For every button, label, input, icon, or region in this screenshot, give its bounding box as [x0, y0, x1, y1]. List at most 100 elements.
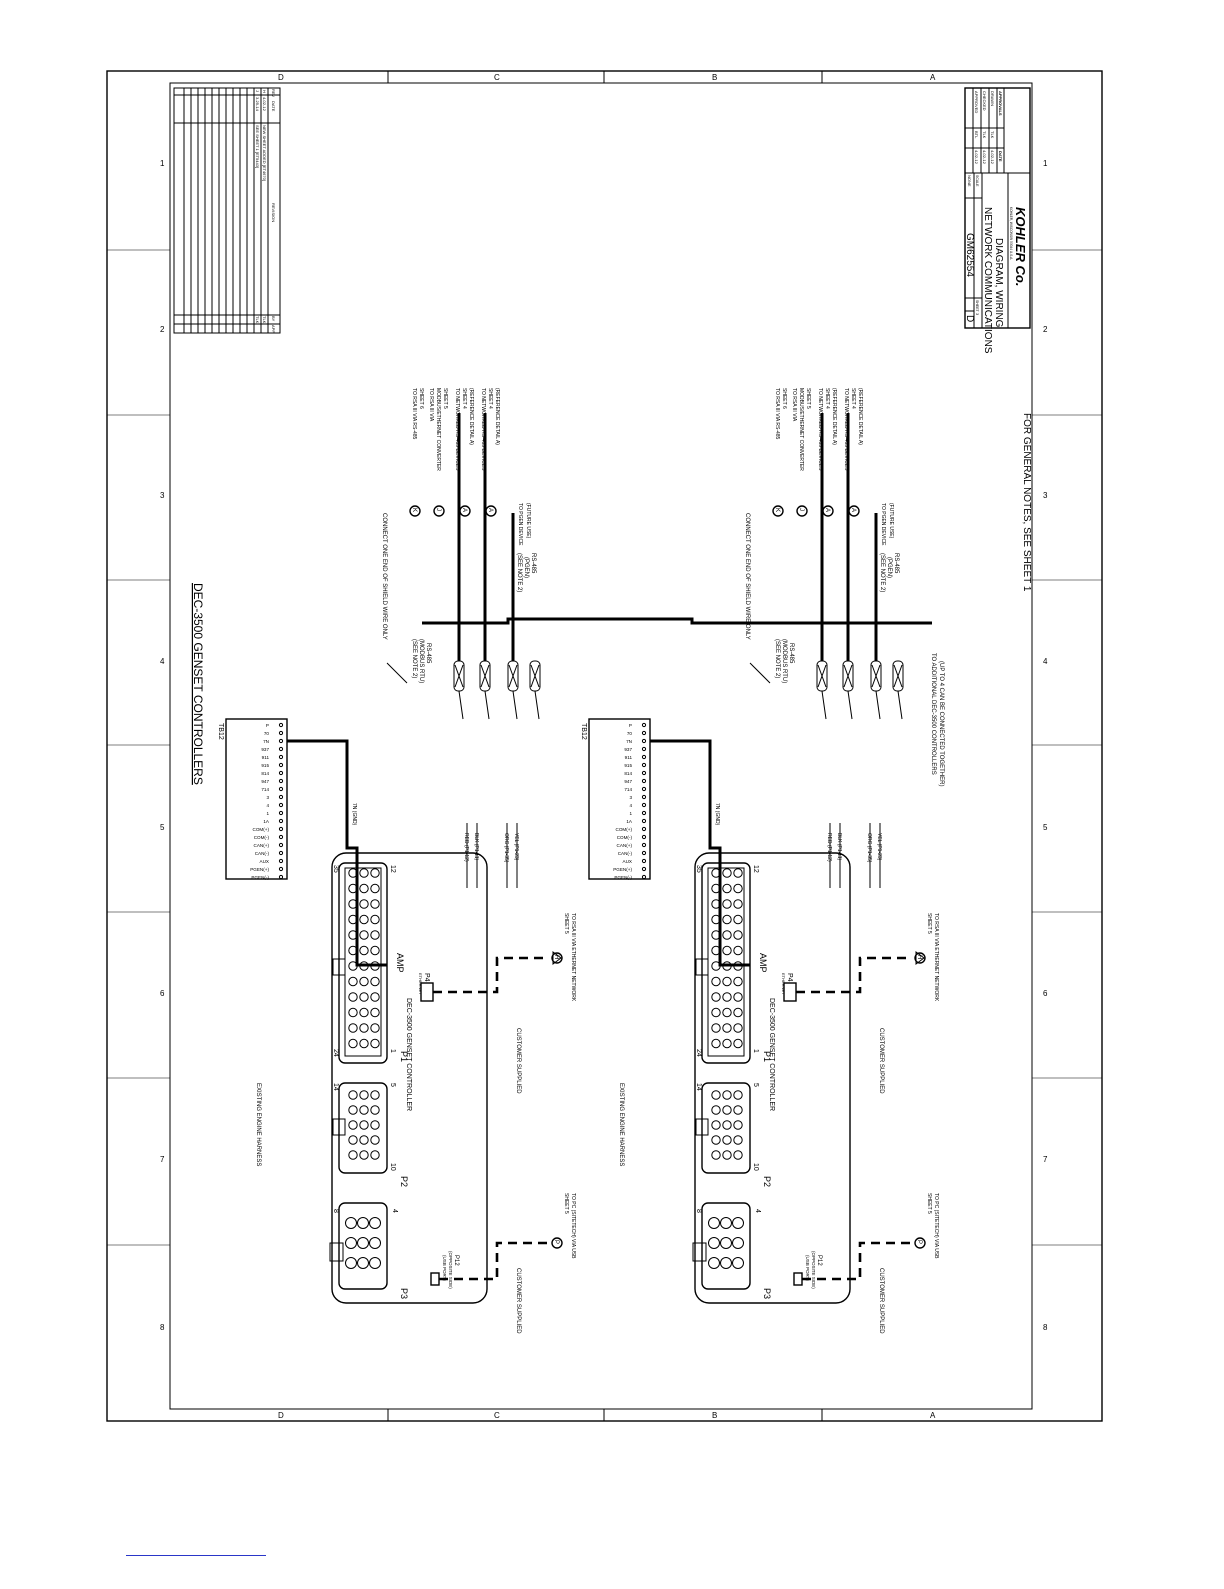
- p4-ethernet-label: ETHERNET: [418, 973, 423, 995]
- bubble-p-circle: [551, 1237, 563, 1249]
- terminal-814: 814: [261, 771, 269, 776]
- shield-pair-com: [453, 660, 465, 720]
- bubble-p: P: [916, 1240, 922, 1244]
- p1-pin: [733, 883, 743, 894]
- p4-ethernet-label: ETHERNET: [781, 973, 786, 995]
- checked-name: TLK: [982, 131, 987, 139]
- rs485-pgen-2: (PGEN): [523, 557, 529, 578]
- p1-pin: [359, 1007, 369, 1018]
- p1-pin: [722, 992, 732, 1002]
- shield-pair-aux: [892, 660, 904, 720]
- dec3500-controller: DEC-3500 GENSET CONTROLLER AMP: [694, 852, 851, 1304]
- bubble-a-1-circle: [459, 505, 471, 517]
- wire-7n-ground: [287, 739, 387, 967]
- p1-pin: [359, 914, 369, 925]
- dest_k-line-1: TO RSA III VIA RS-485: [411, 388, 417, 440]
- rs485-modbus-3: (SEE NOTE 2): [774, 639, 780, 678]
- bubble-k: K: [774, 508, 780, 512]
- terminal-screw: [641, 842, 647, 848]
- p12-label: P12: [816, 1255, 822, 1266]
- amp-label: AMP: [758, 953, 768, 973]
- rev-h-by: TLK: [262, 316, 267, 324]
- scale-value: NONE: [967, 175, 972, 187]
- p1-pin: [348, 976, 358, 987]
- p2-pin: [711, 1135, 721, 1145]
- terminal-4: 4: [266, 803, 269, 808]
- p1-pin: [733, 1038, 743, 1049]
- inner-border: [169, 82, 1033, 1410]
- p1-pin: [733, 992, 743, 1002]
- dest-p-line-1: TO PC (SITETECH) VIA USB: [933, 1193, 939, 1259]
- p2-label: P2: [762, 1176, 772, 1187]
- dest_k-line-2: SHEET 6: [418, 388, 424, 409]
- p2-pin-14: 14: [695, 1083, 702, 1091]
- p2-pin: [348, 1135, 358, 1145]
- ethernet-cable: [796, 956, 912, 994]
- zone-col-right-8: 8: [1043, 1323, 1048, 1332]
- terminal-915: 915: [261, 763, 269, 768]
- scale-label: SCALE: [975, 175, 979, 187]
- p4-label: P4: [786, 973, 793, 982]
- rs485-pgen-1: RS-485: [530, 553, 536, 574]
- p1-pin: [370, 992, 380, 1002]
- terminal-screw: [641, 850, 647, 856]
- zone-col-right-3: 3: [1043, 491, 1048, 500]
- p2-pin: [733, 1090, 743, 1100]
- shield-note-leader: [749, 662, 771, 684]
- p1-pin: [711, 1007, 721, 1018]
- engine-harness-label: EXISTING ENGINE HARNESS: [618, 1083, 624, 1166]
- terminal-screw: [278, 858, 284, 864]
- terminal-3: 3: [266, 795, 269, 800]
- p1-pin: [359, 930, 369, 940]
- amp-label: AMP: [395, 953, 405, 973]
- p3-pin: [720, 1257, 732, 1269]
- company-logo: KOHLER Co.: [1013, 207, 1028, 286]
- engine-harness-label: EXISTING ENGINE HARNESS: [255, 1083, 261, 1166]
- terminal-can: CAN(+): [617, 843, 633, 848]
- bubble-k-circle: [409, 505, 421, 517]
- p2-pin: [370, 1120, 380, 1130]
- p2-pin: [348, 1105, 358, 1115]
- size-letter: D: [964, 315, 975, 322]
- p3-pin: [357, 1217, 369, 1229]
- bubble-k: K: [411, 508, 417, 512]
- p1-pin: [733, 961, 743, 971]
- rev-header: REV: [271, 89, 276, 98]
- rs485-modbus-2: (MODBUS RTU): [418, 639, 424, 683]
- dest_j-line-2: MODBUS/ETHERNET CONVERTER: [435, 388, 441, 471]
- p1-pin: [722, 899, 732, 909]
- p1-pin: [348, 945, 358, 956]
- p3-latch: [692, 1242, 707, 1262]
- drawn-name: TLK: [990, 131, 995, 139]
- controller-label: DEC-3500 GENSET CONTROLLER: [768, 998, 775, 1111]
- zone-col-right-1: 1: [1043, 159, 1048, 168]
- dest-p-line-2: SHEET 5: [926, 1193, 932, 1214]
- p1-pin: [348, 992, 358, 1002]
- terminal-70: 70: [264, 731, 270, 736]
- p3-pin: [708, 1237, 720, 1249]
- title-block: APPROVALS DATE DRAWN TLK 4-02-12 CHECKED…: [964, 87, 1031, 354]
- wire-label-org: ORG (P1-35): [503, 833, 509, 863]
- dest_a1-line-2: SHEET 4: [461, 388, 467, 409]
- dest_k-line-1: TO RSA III VIA RS-485: [774, 388, 780, 440]
- terminal-can: CAN(-): [255, 851, 270, 856]
- p1-pin: [370, 1007, 380, 1018]
- bubble-h: H: [553, 955, 559, 959]
- p1-pin: [348, 1023, 358, 1033]
- terminal-814: 814: [624, 771, 632, 776]
- dest-h-line-2: SHEET 5: [926, 913, 932, 934]
- p1-pin-12: 12: [389, 865, 396, 873]
- dest-h-line-2: SHEET 5: [563, 913, 569, 934]
- p3-pin: [708, 1257, 720, 1269]
- p2-pin: [370, 1150, 380, 1160]
- p1-pin: [722, 961, 732, 971]
- p1-pin: [359, 992, 369, 1002]
- p2-pin: [348, 1150, 358, 1160]
- wire-label-org: ORG (P1-35): [866, 833, 872, 863]
- p12-opposite-side: (OPPOSITE SIDE): [811, 1251, 816, 1289]
- p12-usb-port: (USB PORT): [442, 1255, 447, 1281]
- controller-label: DEC-3500 GENSET CONTROLLER: [405, 998, 412, 1111]
- approved-name: BTL: [974, 131, 979, 139]
- rs485-pgen-1: RS-485: [893, 553, 899, 574]
